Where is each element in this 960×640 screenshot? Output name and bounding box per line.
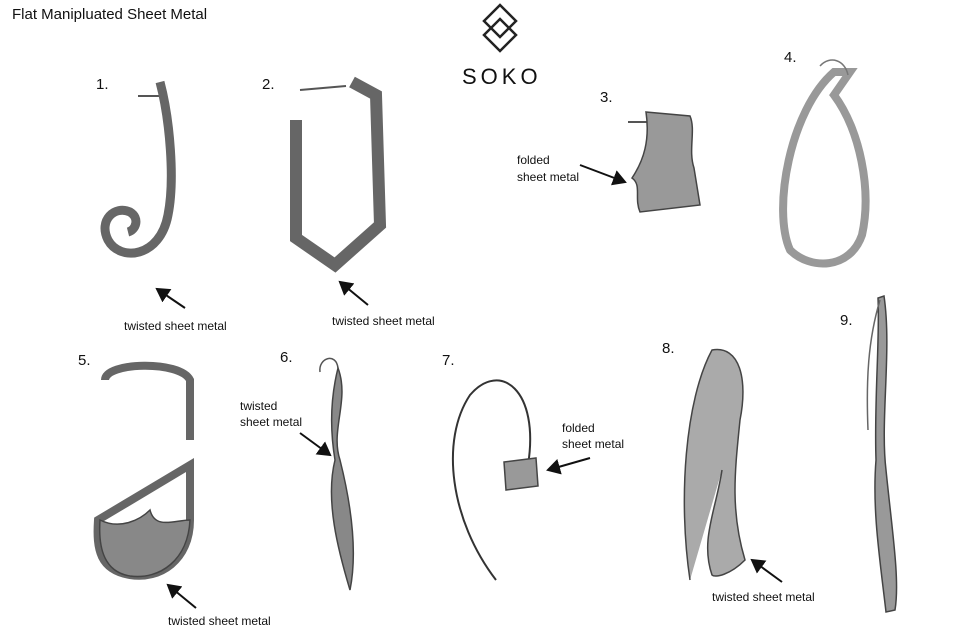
earring-6-sketch: [319, 357, 354, 591]
annotation-label: twisted sheet metal: [712, 590, 815, 604]
brand-name: SOKO: [462, 64, 542, 89]
item-number: 8.: [662, 340, 675, 357]
earring-2-sketch: [290, 76, 387, 273]
item-number: 3.: [600, 89, 613, 106]
double-diamond-icon: [482, 3, 518, 53]
item-number: 5.: [78, 352, 91, 369]
item-number: 4.: [784, 49, 797, 66]
annotation-label: folded: [562, 421, 595, 435]
item-number: 6.: [280, 349, 293, 366]
annotation-label: sheet metal: [517, 170, 580, 184]
earring-4-sketch: [779, 59, 870, 268]
annotation-label: twisted: [240, 399, 278, 413]
earring-7-sketch: [451, 379, 539, 581]
item-number: 2.: [262, 76, 275, 93]
annotation-label: sheet metal: [562, 437, 625, 451]
annotation-label: twisted sheet metal: [168, 614, 271, 628]
annotation-label: folded: [517, 153, 550, 167]
earring-9-sketch: [866, 295, 898, 613]
item-number: 7.: [442, 352, 455, 369]
earring-3-sketch: [628, 111, 701, 213]
earring-1-sketch: [100, 80, 176, 258]
page-title: Flat Manipluated Sheet Metal: [12, 6, 208, 23]
earring-8-sketch: [683, 348, 746, 581]
annotation-label: twisted sheet metal: [124, 319, 227, 333]
annotation-label: sheet metal: [240, 415, 303, 429]
item-number: 9.: [840, 312, 853, 329]
annotation-arrows: [155, 164, 783, 609]
annotation-label: twisted sheet metal: [332, 314, 435, 328]
earring-5-sketch: [93, 361, 194, 580]
item-number: 1.: [96, 76, 109, 93]
